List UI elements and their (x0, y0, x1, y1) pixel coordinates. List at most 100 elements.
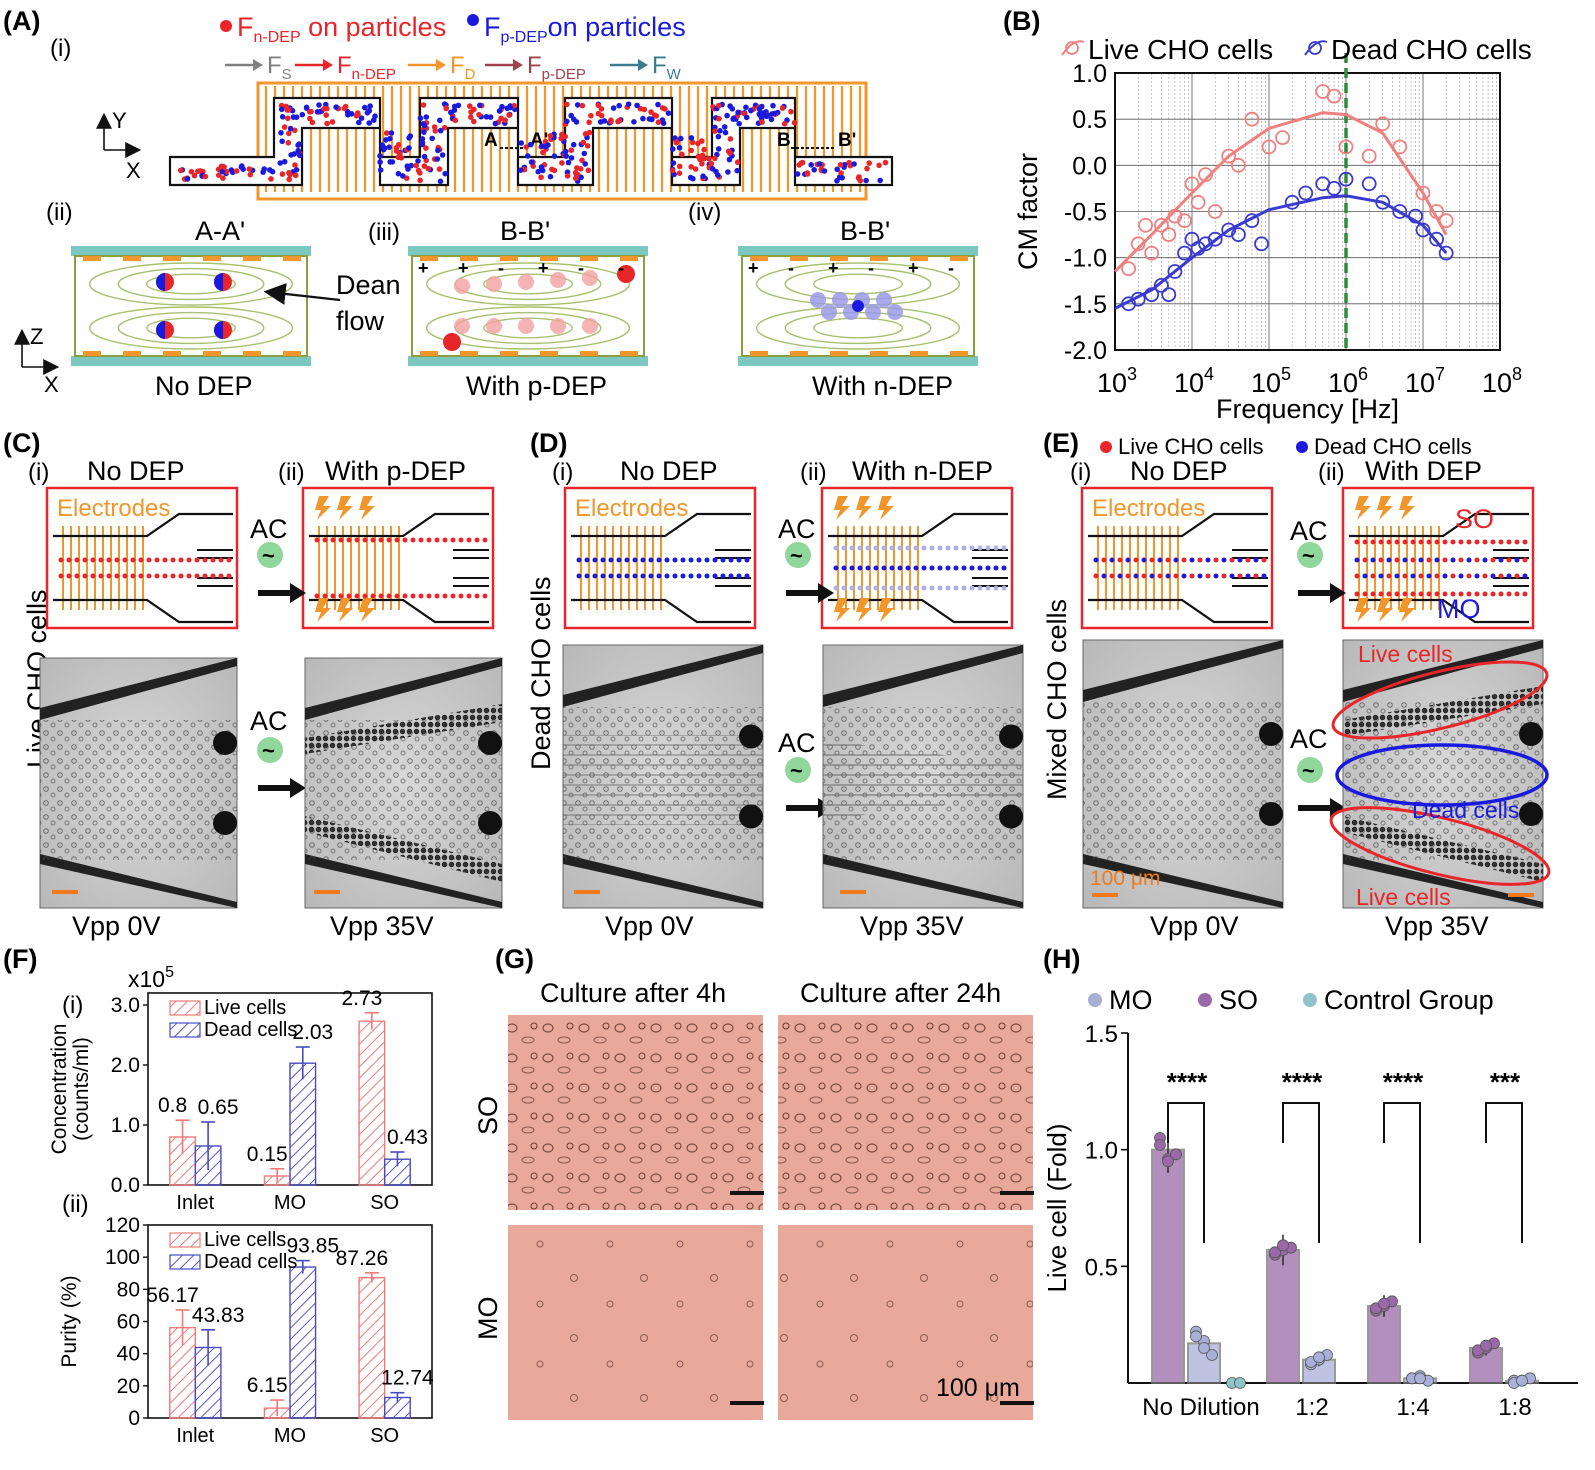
data-point (1167, 208, 1183, 224)
particle-blue-half (156, 321, 165, 339)
chip-particle (308, 108, 314, 115)
schematic-c-no-dep: Electrodes (45, 486, 239, 630)
chip-particle (285, 115, 291, 122)
xy-axis-glyph (96, 112, 142, 158)
ac-symbol (1297, 757, 1323, 783)
electrode-pad-top (460, 256, 478, 261)
flow-particle (66, 557, 72, 563)
axis-z-label: Z (30, 324, 43, 349)
electrode-pad-top (163, 256, 181, 261)
panel-c-letter: (C) (3, 428, 40, 458)
flow-particle (330, 537, 336, 543)
electrode-pad-bottom (420, 351, 438, 356)
chip-particle (876, 162, 882, 169)
pdep-legend: Fp-DEPon particles (484, 12, 686, 46)
chip-particle (585, 167, 592, 174)
flow-particle (576, 573, 582, 579)
chip-particle (688, 147, 694, 154)
chip-particle (279, 138, 286, 145)
culture-so-4h-cells (508, 1015, 763, 1210)
data-point (1392, 139, 1408, 155)
bar (289, 1062, 317, 1186)
y-tick-label: 80 (117, 1278, 140, 1301)
flow-particle (648, 557, 654, 563)
pdep-legend-base: F (484, 12, 501, 42)
chip-particle (568, 147, 575, 153)
chip-particle (348, 111, 355, 117)
electrode-pad-top (123, 256, 141, 261)
chip-particle (281, 124, 288, 130)
flow-particle (162, 573, 168, 579)
panel-c-sub-i: (i) (28, 459, 49, 486)
flow-particle (170, 557, 176, 563)
focused-streamlines (823, 740, 1023, 820)
electrode-pad-bottom (830, 351, 848, 356)
flow-particle (1402, 573, 1408, 579)
flow-particle (1514, 539, 1520, 545)
flow-particle (736, 573, 742, 579)
flow-particle (1093, 557, 1099, 563)
panel-c-title-i: No DEP (87, 456, 185, 486)
channel-wall-top (40, 658, 237, 720)
x-tick-label: SO (370, 1192, 399, 1214)
chip-particle (729, 106, 736, 112)
chip-particle (724, 112, 730, 119)
flow-particle (969, 585, 975, 591)
flow-particle (961, 545, 967, 551)
flow-particle (58, 557, 64, 563)
streamlines (563, 735, 763, 825)
flow-particle (1362, 557, 1368, 563)
pdep-legend-dot (467, 14, 479, 26)
lightning-icon (359, 598, 375, 622)
flow-particle (913, 565, 919, 571)
particle-faded (486, 276, 502, 292)
chip-particle (688, 164, 694, 170)
flow-particle (640, 557, 646, 563)
ac-arrow-head (818, 583, 834, 603)
flow-particle (1410, 539, 1416, 545)
dead-cells-ellipse (1335, 743, 1549, 807)
data-point (1438, 245, 1454, 261)
panel-g-letter: (G) (495, 944, 534, 974)
y-tick-label: 1.0 (1072, 60, 1107, 88)
chip-particle (877, 177, 883, 184)
axis-x2-label: X (44, 372, 59, 397)
data-point (1438, 213, 1454, 229)
chip-particle (387, 159, 394, 165)
bar (289, 1266, 317, 1419)
flow-particle (370, 593, 376, 599)
flow-particle (1378, 539, 1384, 545)
e-legend-live-dot (1100, 441, 1112, 453)
chip-particle (821, 168, 828, 174)
flow-particle (1125, 573, 1131, 579)
data-label: 0.15 (247, 1143, 288, 1166)
chip-particle (297, 152, 303, 159)
flow-particle (1197, 573, 1203, 579)
force-label: Fp-DEP (527, 52, 586, 83)
data-point (1415, 185, 1431, 201)
chip-particle (539, 143, 545, 149)
force-label: Fn-DEP (337, 52, 396, 83)
data-point (1231, 227, 1246, 243)
chip-particle (288, 152, 294, 158)
chip-particle (355, 111, 361, 118)
chip-particle (386, 144, 393, 150)
chip-particle (770, 102, 776, 109)
flow-particle (929, 585, 935, 591)
chip-particle (562, 133, 568, 140)
flow-particle (1442, 539, 1448, 545)
data-label: 0.65 (198, 1096, 239, 1119)
particle-blue (887, 304, 903, 320)
flow-particle (921, 545, 927, 551)
chip-particle (518, 140, 524, 146)
chip-top-wall (408, 246, 648, 256)
flow-particle (1410, 573, 1416, 579)
data-point (1414, 1372, 1426, 1385)
outlet-hole (478, 731, 502, 755)
flow-particle (1490, 573, 1496, 579)
flow-particle (1450, 539, 1456, 545)
y-tick-label: 40 (117, 1343, 140, 1366)
channel-wall (309, 512, 489, 538)
data-point (1144, 287, 1160, 303)
